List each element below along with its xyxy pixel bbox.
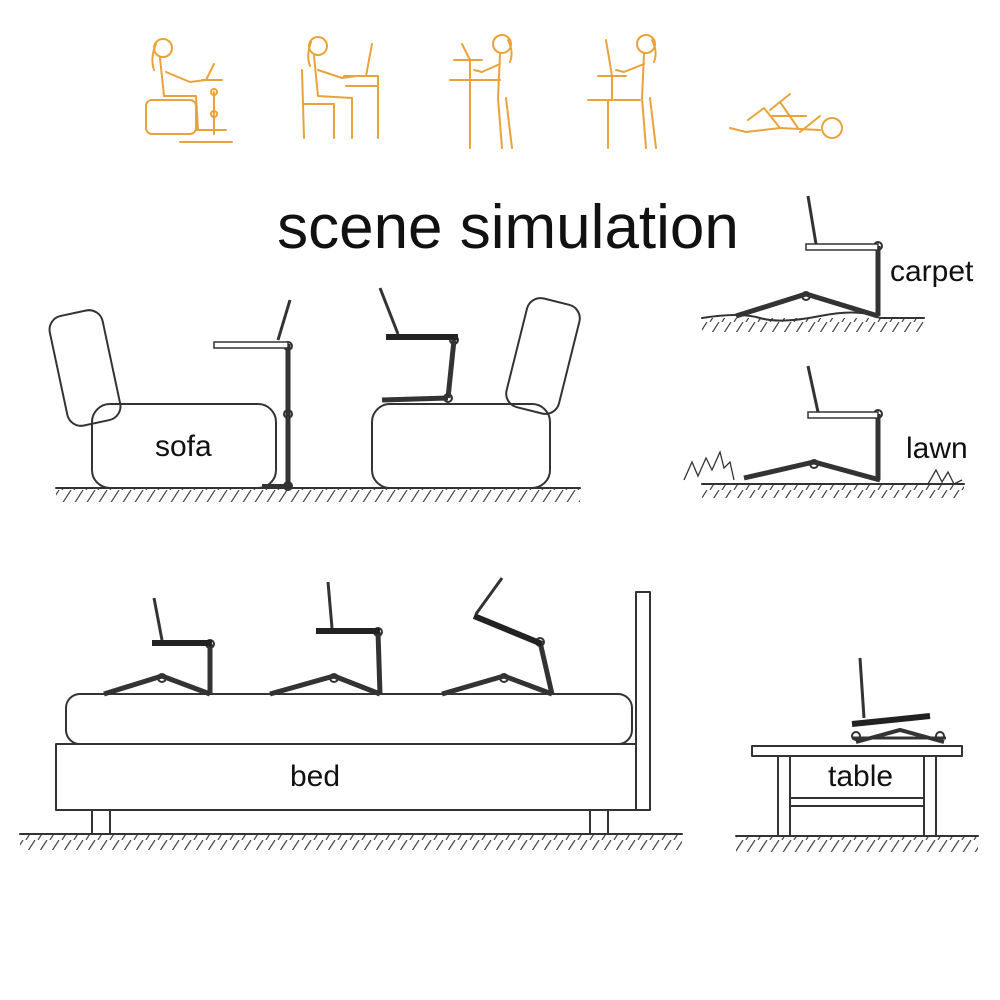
table-scene	[735, 657, 979, 852]
person-sitting-on-sofa-icon	[145, 38, 233, 143]
sofa-scene	[48, 287, 581, 502]
carpet-label: carpet	[890, 255, 974, 288]
sofa-label: sofa	[155, 430, 212, 463]
person-standing-at-table-icon	[449, 34, 513, 149]
person-standing-at-tall-stand-icon	[587, 34, 657, 149]
table-label: table	[828, 760, 894, 793]
person-sitting-at-desk-icon	[301, 36, 379, 139]
lawn-label: lawn	[906, 432, 968, 465]
lawn-scene	[683, 365, 965, 498]
bed-label: bed	[290, 760, 341, 793]
bed-scene	[19, 577, 683, 850]
page-title: scene simulation	[277, 193, 739, 262]
person-lying-down-icon	[729, 93, 843, 139]
carpet-scene	[701, 195, 925, 332]
